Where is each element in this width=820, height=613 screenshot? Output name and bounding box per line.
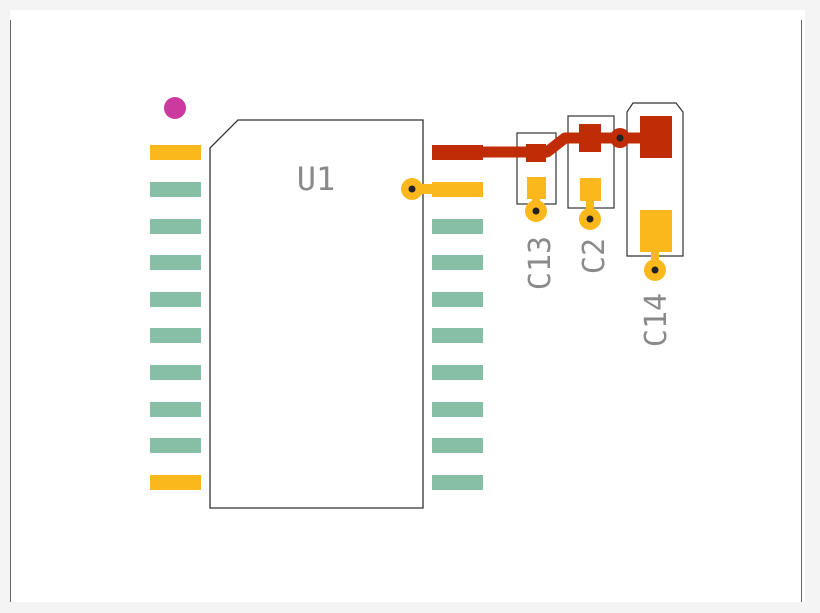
u1-outline[interactable] bbox=[209, 119, 424, 509]
u1-pad-9[interactable] bbox=[150, 438, 201, 453]
c14-via-drill bbox=[651, 266, 659, 274]
u1-left-pads bbox=[150, 145, 201, 490]
u1-label: U1 bbox=[297, 160, 336, 198]
u1-pad-8[interactable] bbox=[150, 402, 201, 417]
c13-label: C13 bbox=[523, 236, 558, 290]
via-u1-19-drill bbox=[408, 185, 416, 193]
u1-pad-1[interactable] bbox=[150, 145, 201, 160]
c14-outline[interactable] bbox=[626, 102, 684, 257]
c14-label: C14 bbox=[639, 293, 674, 347]
c2-via-drill bbox=[586, 215, 594, 223]
u1-pad-4[interactable] bbox=[150, 255, 201, 270]
u1-pad-10[interactable] bbox=[150, 475, 201, 490]
c2-pad-top[interactable] bbox=[579, 124, 601, 152]
u1-pad-12[interactable] bbox=[432, 438, 483, 453]
u1-pad-6[interactable] bbox=[150, 328, 201, 343]
u1-pad-15[interactable] bbox=[432, 328, 483, 343]
c13-via-drill bbox=[532, 207, 540, 215]
u1-pad-18[interactable] bbox=[432, 219, 483, 234]
c13-pad-top[interactable] bbox=[526, 144, 546, 162]
u1-pad-14[interactable] bbox=[432, 365, 483, 380]
u1-pad-7[interactable] bbox=[150, 365, 201, 380]
pin1-marker bbox=[164, 97, 186, 119]
u1-pad-19[interactable] bbox=[432, 182, 483, 197]
u1-pad-17[interactable] bbox=[432, 255, 483, 270]
board-area bbox=[10, 10, 805, 602]
u1-pad-5[interactable] bbox=[150, 292, 201, 307]
u1-pad-3[interactable] bbox=[150, 219, 201, 234]
power-via-drill bbox=[616, 134, 624, 142]
u1-pad-11[interactable] bbox=[432, 475, 483, 490]
c14-pad-top[interactable] bbox=[640, 116, 672, 158]
c13-pad-bottom[interactable] bbox=[527, 177, 546, 199]
u1-pad-13[interactable] bbox=[432, 402, 483, 417]
u1-pad-2[interactable] bbox=[150, 182, 201, 197]
c2-pad-bottom[interactable] bbox=[580, 178, 601, 201]
c14-pad-bottom[interactable] bbox=[640, 210, 672, 252]
u1-pad-16[interactable] bbox=[432, 292, 483, 307]
c2-label: C2 bbox=[577, 238, 612, 274]
